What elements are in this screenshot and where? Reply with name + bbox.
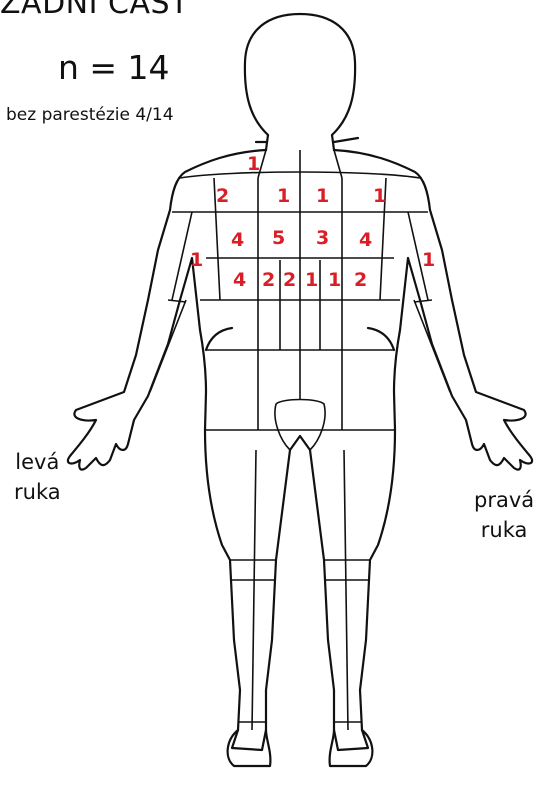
- region-grid: [150, 150, 450, 730]
- count-left-arm: 1: [190, 249, 203, 271]
- waist-curve-right: [368, 328, 394, 350]
- left-leg-line-1: [252, 450, 256, 730]
- count-upper-back-1: 2: [216, 185, 229, 207]
- count-lower-back-1: 4: [233, 269, 246, 291]
- left-arm-line-a: [172, 212, 192, 300]
- neck-outline: [256, 135, 358, 150]
- count-neck-left: 1: [247, 153, 260, 175]
- right-arm-line-b: [414, 300, 450, 392]
- count-upper-back-2: 1: [277, 185, 290, 207]
- left-arm-line-b: [150, 300, 186, 392]
- waist-curve-left: [206, 328, 232, 350]
- count-mid-back-4: 4: [359, 229, 372, 251]
- count-mid-back-2: 5: [272, 227, 285, 249]
- count-lower-back-4: 1: [305, 269, 318, 291]
- count-lower-back-6: 2: [354, 269, 367, 291]
- seat-outline: [275, 400, 325, 451]
- head-outline: [245, 14, 355, 135]
- right-knee-band: [324, 560, 370, 580]
- count-lower-back-2: 2: [262, 269, 275, 291]
- count-lower-back-5: 1: [328, 269, 341, 291]
- right-elbow-line: [414, 300, 432, 302]
- right-leg-line-1: [344, 450, 348, 730]
- count-lower-back-3: 2: [283, 269, 296, 291]
- count-upper-back-3: 1: [316, 185, 329, 207]
- count-mid-back-3: 3: [316, 227, 329, 249]
- count-upper-back-4: 1: [373, 185, 386, 207]
- count-mid-back-1: 4: [231, 229, 244, 251]
- left-elbow-line: [168, 300, 186, 302]
- neck-divider-right: [334, 150, 342, 178]
- left-knee-band: [230, 560, 276, 580]
- count-right-arm: 1: [422, 249, 435, 271]
